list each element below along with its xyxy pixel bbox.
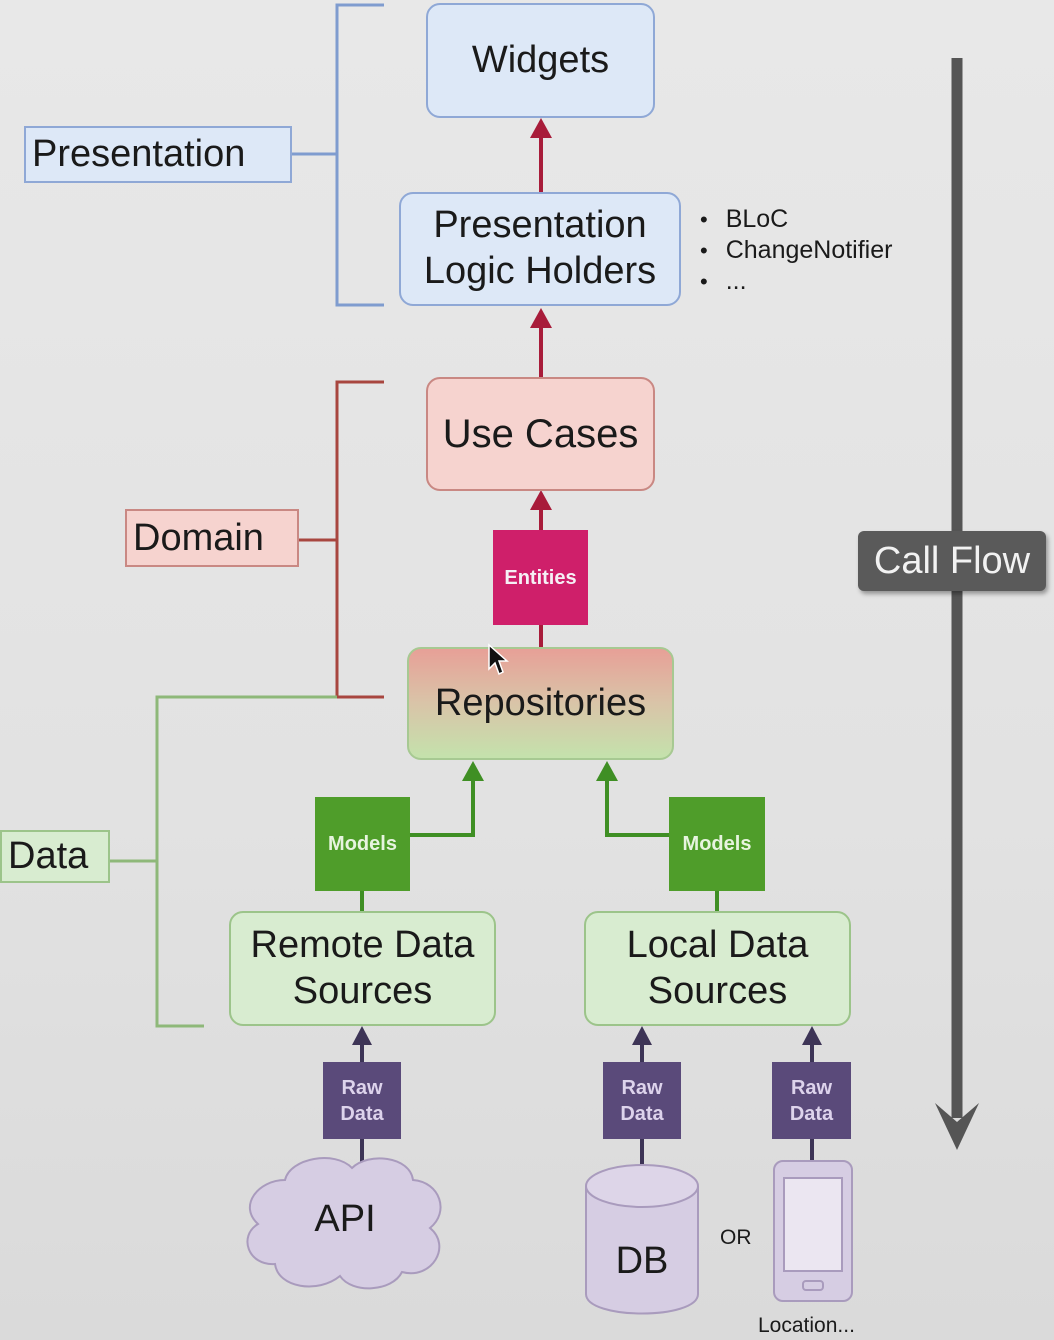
example-item: ChangeNotifier (700, 235, 893, 266)
models-remote-tag: Models (315, 797, 410, 891)
models-local-tag: Models (669, 797, 765, 891)
or-label: OR (720, 1226, 752, 1249)
entities-tag: Entities (493, 530, 588, 625)
models-remote-to-repo-arrow (409, 761, 484, 837)
remote-data-sources-box: Remote Data Sources (229, 911, 496, 1026)
local-data-sources-box: Local Data Sources (584, 911, 851, 1026)
widgets-box: Widgets (426, 3, 655, 118)
data-bracket (108, 695, 337, 1028)
data-layer-label: Data (0, 830, 110, 883)
mouse-cursor-icon (488, 643, 509, 676)
example-item: BLoC (700, 204, 892, 235)
db-label: DB (615, 1240, 669, 1283)
raw-data-api-tag: Raw Data (323, 1062, 401, 1139)
repositories-box: Repositories (407, 647, 674, 760)
database-cylinder-icon (585, 1164, 699, 1315)
location-label: Location... (758, 1314, 855, 1337)
example-item: ... (700, 266, 892, 297)
presentation-logic-holders-box: Presentation Logic Holders (399, 192, 681, 306)
cloud-icon (246, 1157, 442, 1290)
api-label: API (314, 1198, 376, 1241)
presentation-layer-label: Presentation (24, 126, 292, 183)
usecases-to-logic-arrow (530, 308, 552, 377)
arrow-down-icon (935, 58, 979, 1150)
phone-icon (773, 1160, 853, 1302)
entities-to-usecases-arrow (530, 490, 552, 530)
presentation-bracket (292, 3, 384, 307)
raw-data-device-tag: Raw Data (772, 1062, 851, 1139)
logic-to-widgets-arrow (530, 118, 552, 192)
domain-layer-label: Domain (125, 509, 299, 567)
use-cases-box: Use Cases (426, 377, 655, 491)
domain-bracket (298, 380, 384, 699)
raw-device-to-local-arrow (802, 1026, 822, 1162)
raw-db-to-local-arrow (632, 1026, 652, 1168)
raw-data-db-tag: Raw Data (603, 1062, 681, 1139)
logic-holder-examples: BLoC ChangeNotifier ... (700, 204, 893, 297)
models-local-to-repo-arrow (596, 761, 670, 837)
call-flow-label: Call Flow (858, 531, 1046, 591)
